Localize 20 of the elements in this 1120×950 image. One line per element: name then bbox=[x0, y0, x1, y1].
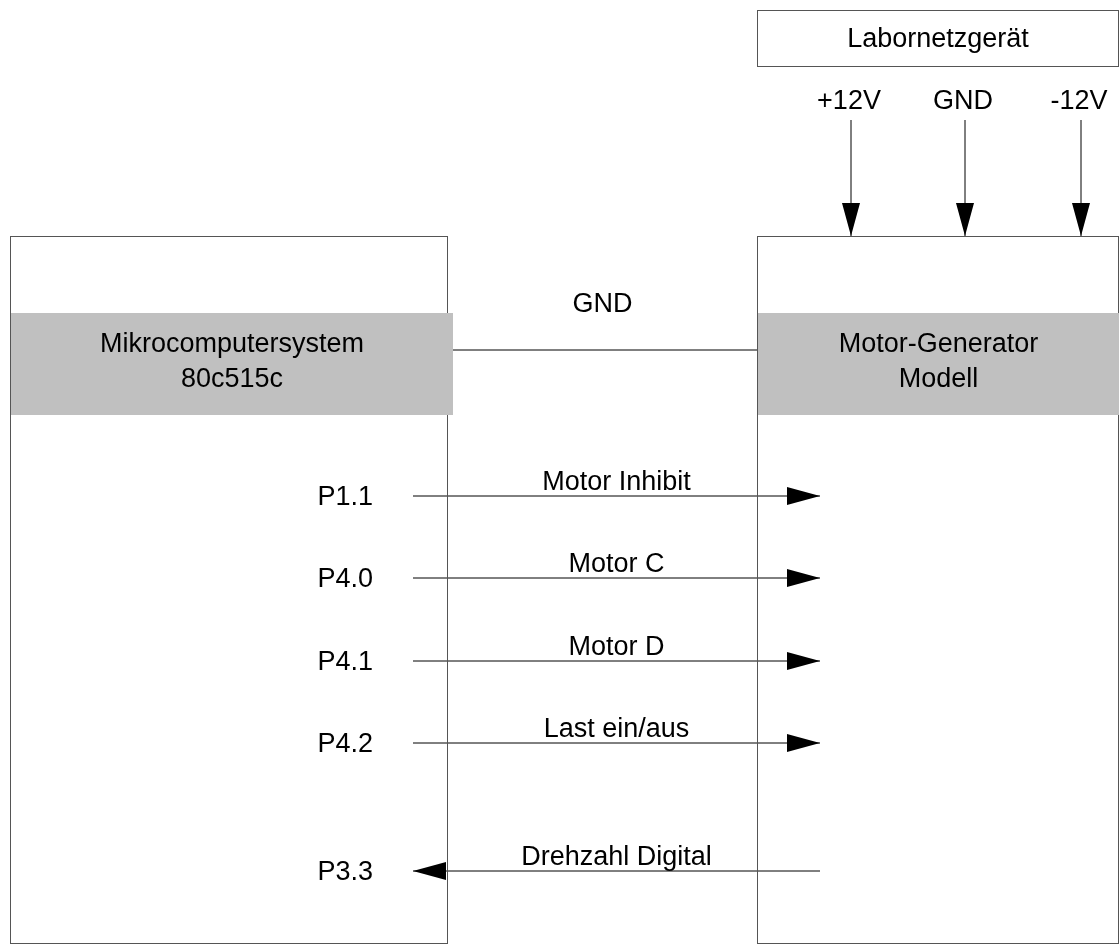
signal-arrow bbox=[412, 734, 821, 752]
block-title-band: Mikrocomputersystem 80c515c bbox=[11, 313, 453, 415]
signal-arrow bbox=[412, 652, 821, 670]
voltage-label: -12V bbox=[1040, 84, 1118, 118]
block-frame bbox=[757, 236, 1119, 944]
voltage-label: +12V bbox=[808, 84, 890, 118]
signal-arrow bbox=[412, 862, 821, 880]
pin-label: P4.1 bbox=[281, 645, 373, 679]
supply-arrow bbox=[956, 119, 974, 237]
signal-arrow bbox=[412, 487, 821, 505]
voltage-label: GND bbox=[922, 84, 1004, 118]
pin-label: P1.1 bbox=[281, 480, 373, 514]
supply-arrow bbox=[842, 119, 860, 237]
pin-label: P4.0 bbox=[281, 562, 373, 596]
block-title-band: Motor-Generator Modell bbox=[758, 313, 1119, 415]
supply-arrow bbox=[1072, 119, 1090, 237]
signal-arrow bbox=[412, 569, 821, 587]
device-box: Labornetzgerät bbox=[757, 10, 1119, 67]
pin-label: P3.3 bbox=[281, 855, 373, 889]
pin-label: P4.2 bbox=[281, 727, 373, 761]
